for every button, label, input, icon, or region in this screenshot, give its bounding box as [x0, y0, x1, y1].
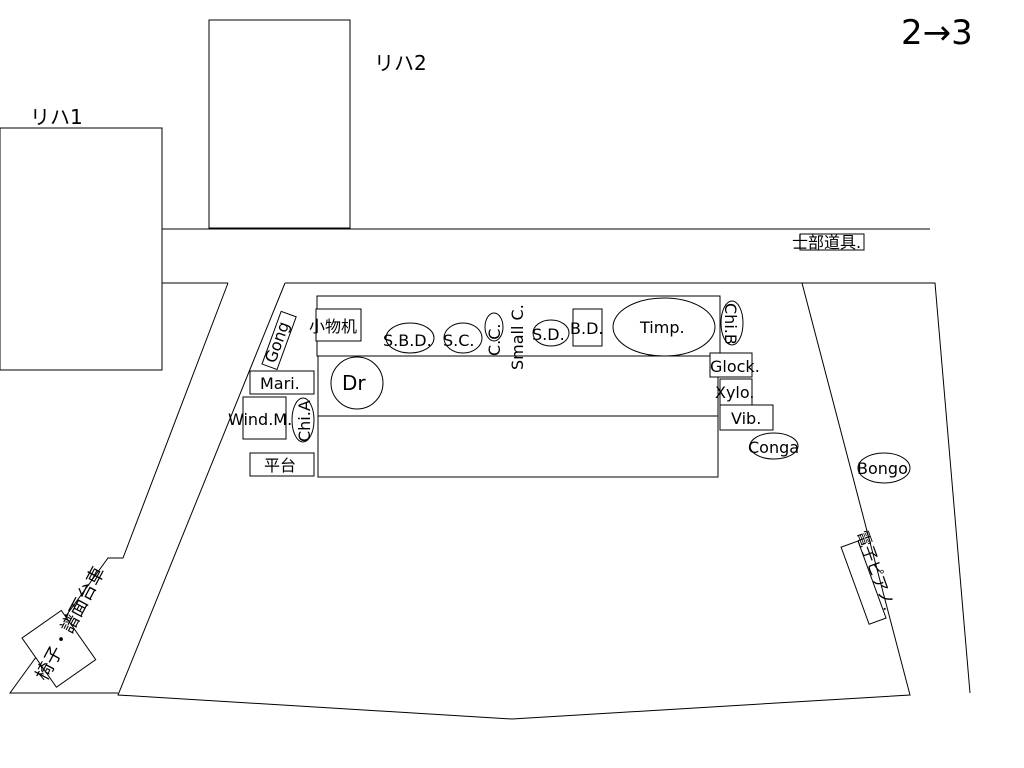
mari-label: Mari.: [260, 374, 300, 393]
cc-shape: [484, 312, 504, 342]
sd-label: S.D.: [532, 325, 565, 344]
room-riha1: [0, 127, 163, 371]
riser-middle: [317, 355, 719, 417]
riser-back: [316, 295, 721, 357]
cc-label: C.C.: [485, 323, 504, 356]
bongo-label: Bongo: [857, 459, 908, 478]
wind-m-box: [242, 396, 287, 440]
conga-shape: [749, 432, 799, 460]
storage-box: [799, 233, 865, 251]
chi-a-label: Chi.A: [295, 400, 314, 442]
timp-label: Timp.: [639, 318, 685, 337]
gong-box: [261, 310, 297, 371]
room-riha2: [208, 19, 351, 229]
sc-shape: [443, 322, 483, 354]
timp-shape: [612, 297, 716, 357]
sbd-shape: [385, 322, 435, 354]
chair-cart-box: [21, 609, 97, 688]
small-c-label: Small C.: [508, 304, 527, 370]
page-label: 2→3: [901, 13, 973, 53]
chi-a-shape: [291, 397, 315, 443]
sd-shape: [532, 319, 570, 347]
sc-label: S.C.: [443, 331, 475, 350]
gong-label: Gong: [261, 319, 293, 365]
bd-label: B.D.: [570, 319, 603, 338]
conga-label: Conga: [748, 438, 799, 457]
mari-box: [249, 370, 315, 395]
xylo-label: Xylo.: [715, 383, 754, 402]
heidai-box: [249, 452, 315, 477]
chi-b-shape: [720, 300, 744, 346]
dr-shape: [330, 356, 384, 410]
bd-box: [572, 308, 603, 347]
e-piano-box: [840, 540, 887, 625]
chi-b-label: Chi.B: [721, 303, 740, 345]
wind-m-label: Wind.M.: [228, 410, 292, 429]
riser-front: [317, 415, 719, 478]
bongo-shape: [857, 452, 911, 484]
heidai-label: 平台: [264, 456, 296, 475]
floor-outline: [9, 228, 971, 720]
room-riha2-label: リハ2: [374, 51, 427, 75]
glock-box: [709, 352, 753, 378]
vib-box: [719, 404, 774, 431]
dr-label: Dr: [342, 371, 366, 395]
room-riha1-label: リハ1: [30, 105, 83, 129]
glock-label: Glock.: [710, 357, 760, 376]
storage-label: 士部道具.: [792, 233, 861, 252]
komono-desk-label: 小物机: [309, 317, 357, 336]
vib-label: Vib.: [731, 409, 761, 428]
komono-desk: [315, 308, 362, 342]
sbd-label: S.B.D.: [383, 331, 432, 350]
xylo-box: [719, 378, 753, 406]
